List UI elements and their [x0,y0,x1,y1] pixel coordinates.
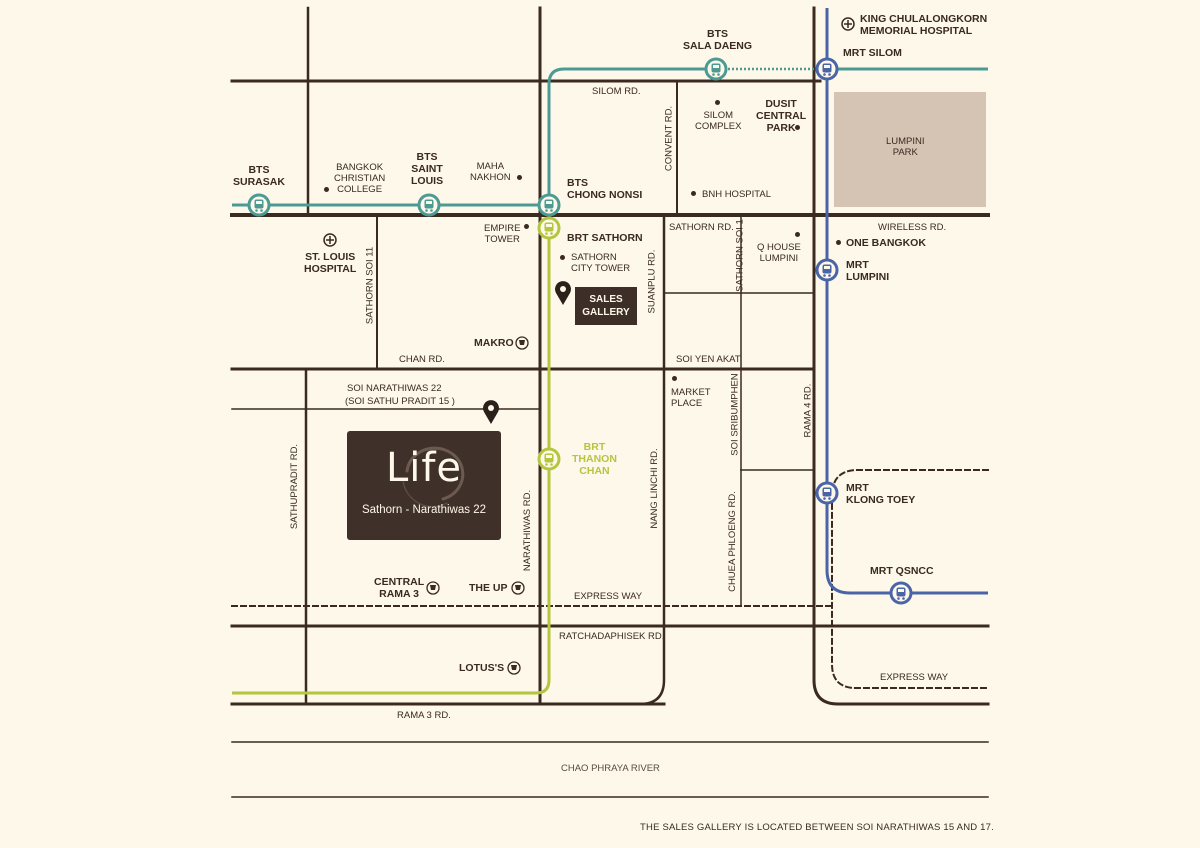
wireless-road-label: WIRELESS RD. [878,222,947,233]
location-pin-icon-sales-gallery [555,281,571,305]
chan-road-label: CHAN RD. [399,354,445,365]
hospital-icon-chula [841,17,855,31]
bts-line [232,67,988,207]
hospital-icon-st-louis [323,233,337,247]
mrt-silom-label: MRT SILOM [843,47,902,59]
rama4-road-label: RAMA 4 RD. [802,383,814,438]
nang-linchi-road-label: NANG LINCHI RD. [649,448,660,529]
sathupradit-road-label: SATHUPRADIT RD. [289,443,300,530]
sathorn-city-tower-dot [560,255,565,260]
express-way-lower [831,469,989,689]
silom-road-label: SILOM RD. [592,86,641,97]
bts-sala-daeng-station-icon [704,57,728,81]
express-way-label-upper: EXPRESS WAY [574,591,643,602]
suanplu-road-label: SUANPLU RD. [646,249,658,314]
mrt-klong-toey-station-icon [815,481,839,505]
chao-phraya-river-label: CHAO PHRAYA RIVER [561,763,660,774]
project-subtitle: Sathorn - Narathiwas 22 [361,504,486,516]
soi-sribumphen-label: SOI SRIBUMPHEN [729,373,741,456]
rama4-lower [812,468,990,706]
shopping-cart-icon-central [426,581,440,595]
the-up-label: THE UP [469,582,508,594]
one-bangkok-dot [836,240,841,245]
bnh-hospital-dot [691,191,696,196]
sales-gallery-label-2: GALLERY [582,307,630,318]
brt-sathorn-label: BRT SATHORN [567,232,643,244]
sathorn-soi-11-label: SATHORN SOI 11 [364,246,376,325]
sathorn-road-label: SATHORN RD. [669,222,734,233]
dusit-central-park-dot [795,125,800,130]
road-network [230,6,990,798]
ratchadaphisek-road-label: RATCHADAPHISEK RD. [559,631,665,642]
shopping-cart-icon-lotus [507,661,521,675]
maha-nakhon-dot [517,175,522,180]
narathiwas-road-label: NARATHIWAS RD. [522,489,533,572]
q-house-dot [795,232,800,237]
footnote: THE SALES GALLERY IS LOCATED BETWEEN SOI… [640,822,994,833]
logo-swirl-icon [402,446,465,508]
mrt-qsncc-station-icon [889,581,913,605]
shopping-cart-icon-makro [515,336,529,350]
rama3-road-label: RAMA 3 RD. [397,710,451,721]
bnh-hospital-label: BNH HOSPITAL [702,189,771,200]
mrt-qsncc-label: MRT QSNCC [870,565,934,577]
project-logo-box: Life Sathorn - Narathiwas 22 [347,431,501,540]
sales-gallery-box: SALES GALLERY [575,287,637,325]
shopping-cart-icon-the-up [511,581,525,595]
convent-road-label: CONVENT RD. [663,105,675,172]
one-bangkok-label: ONE BANGKOK [846,237,926,249]
soi-sathu-pradit-label: (SOI SATHU PRADIT 15 ) [345,396,455,407]
suanplu-nang-linchi-road [638,213,666,706]
bts-saint-louis-station-icon [417,193,441,217]
mrt-lumpini-station-icon [815,258,839,282]
silom-complex-dot [715,100,720,105]
empire-tower-dot [524,224,529,229]
bts-surasak-station-icon [247,193,271,217]
brt-line [232,228,551,695]
sathorn-soi-1-label: SATHORN SOI 1 [734,219,746,292]
brt-thanon-chan-station-icon [537,447,561,471]
lotus-label: LOTUS'S [459,662,505,674]
chuea-phloeng-road-label: CHUEA PHLOENG RD. [727,491,738,592]
sales-gallery-label-1: SALES [589,294,623,305]
brt-sathorn-station-icon [537,216,561,240]
mrt-silom-station-icon [815,57,839,81]
location-pin-icon-project [483,400,499,424]
express-way-label-lower: EXPRESS WAY [880,672,949,683]
market-place-dot [672,376,677,381]
mrt-line [825,8,988,595]
bangkok-christian-dot [324,187,329,192]
soi-narathiwas-22-label: SOI NARATHIWAS 22 [347,383,442,394]
soi-yen-akat-label: SOI YEN AKAT [676,354,741,365]
lumpini-park-area [834,92,986,207]
makro-label: MAKRO [474,337,514,349]
project-name: Life [385,445,463,491]
bts-chong-nonsi-station-icon [537,193,561,217]
